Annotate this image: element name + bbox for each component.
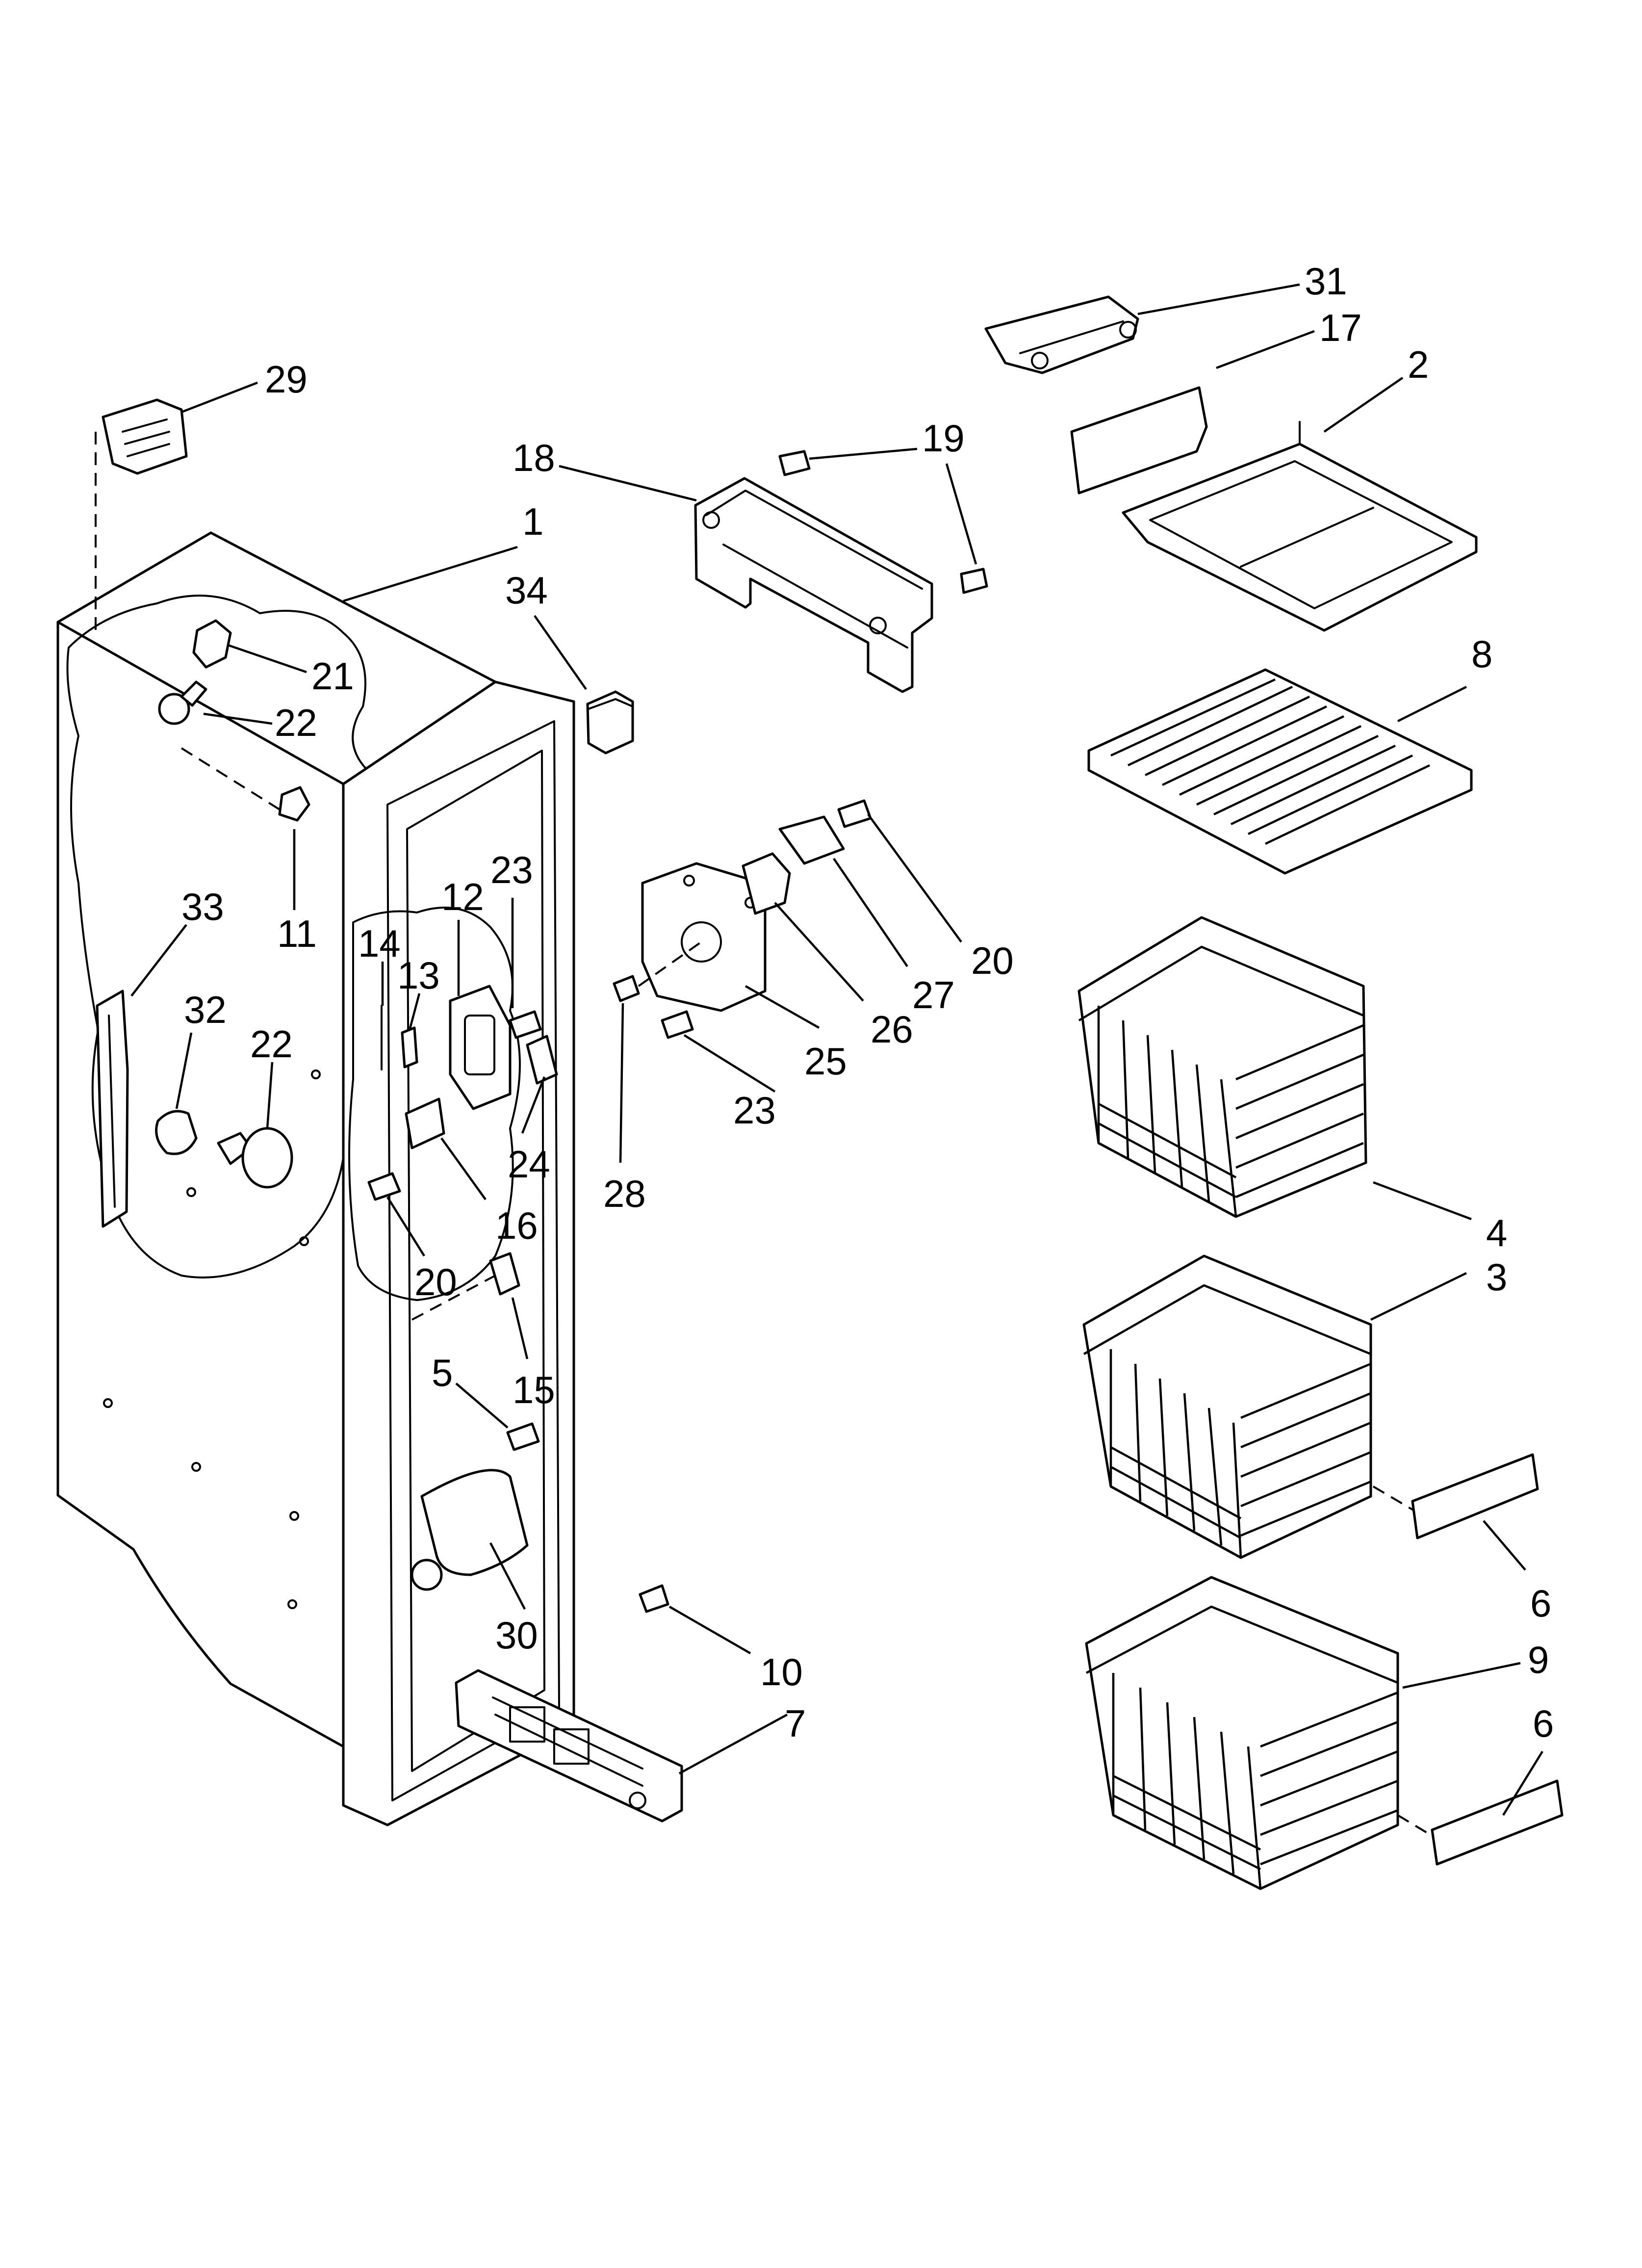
callout-25: 25: [804, 1040, 847, 1083]
part-29-bracket: [95, 398, 188, 633]
callout-20-left: 20: [414, 1260, 457, 1303]
part-18-duct: [694, 450, 988, 693]
callout-17: 17: [1319, 306, 1362, 349]
callout-2: 2: [1408, 343, 1429, 386]
part-31-cover: [984, 295, 1139, 374]
callout-29: 29: [265, 358, 308, 401]
callout-4: 4: [1486, 1211, 1507, 1254]
part-34-block: [586, 690, 634, 755]
callout-28: 28: [603, 1172, 646, 1215]
dispenser-assembly: [613, 799, 872, 1039]
part-8-wire-shelf: [1087, 668, 1473, 875]
callout-5: 5: [432, 1351, 453, 1394]
part-2-shelf: [1122, 421, 1478, 632]
callout-20-right: 20: [971, 939, 1014, 982]
callout-16: 16: [495, 1204, 538, 1247]
callout-12: 12: [441, 875, 484, 918]
callout-1: 1: [522, 500, 543, 543]
callout-30: 30: [495, 1614, 538, 1657]
callout-22-upper: 22: [275, 701, 317, 744]
callout-8: 8: [1471, 632, 1492, 676]
callout-9: 9: [1528, 1638, 1549, 1681]
part-6-divider-lower: [1397, 1779, 1564, 1866]
part-9-basket: [1085, 1576, 1399, 1890]
part-17-panel: [1070, 386, 1208, 495]
callout-34: 34: [505, 569, 548, 612]
callout-6-upper: 6: [1530, 1582, 1551, 1625]
callout-33: 33: [181, 885, 224, 928]
callout-7: 7: [785, 1702, 806, 1745]
callout-26: 26: [871, 1008, 913, 1051]
callout-15: 15: [513, 1368, 555, 1411]
control-components: [367, 985, 558, 1591]
callout-11: 11: [277, 912, 317, 955]
part-6-divider-upper: [1372, 1453, 1539, 1539]
callout-14: 14: [358, 922, 401, 965]
part-4-basket: [1078, 916, 1367, 1218]
callout-19: 19: [922, 417, 965, 460]
callout-27: 27: [912, 973, 955, 1017]
callout-13: 13: [397, 954, 440, 997]
light-components: [155, 619, 310, 1189]
callout-24: 24: [508, 1143, 550, 1186]
callout-10: 10: [760, 1650, 803, 1694]
callout-3: 3: [1486, 1255, 1507, 1299]
callout-23-lower: 23: [733, 1089, 776, 1132]
toe-grille: [455, 1584, 683, 1823]
callout-31: 31: [1305, 260, 1347, 303]
callout-22-lower: 22: [250, 1022, 293, 1066]
callout-18: 18: [513, 436, 555, 479]
freezer-liner: [56, 531, 575, 1826]
callout-21: 21: [311, 654, 354, 698]
callout-labels: 31 17 2 29 19 18 1 34 21 22 8 33 11 23 1…: [181, 260, 1554, 1745]
callout-32: 32: [184, 988, 227, 1031]
callout-23-upper: 23: [490, 848, 533, 891]
callout-6-lower: 6: [1533, 1702, 1554, 1745]
part-3-basket: [1082, 1254, 1372, 1559]
leader-lines: [130, 283, 1543, 1816]
